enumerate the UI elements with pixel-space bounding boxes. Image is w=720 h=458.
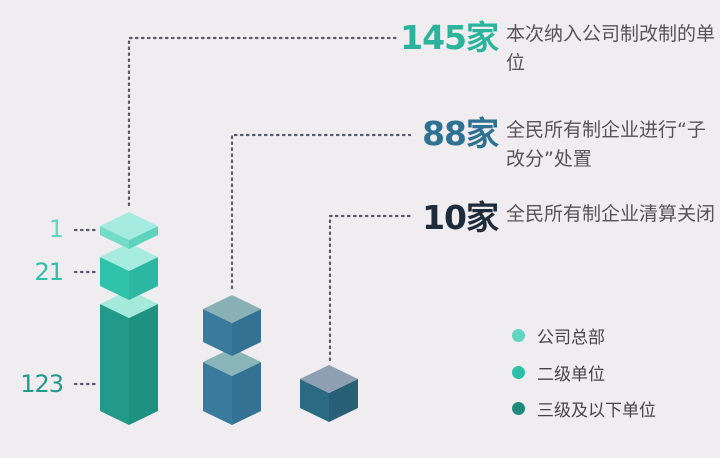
bar-closed-right-face (329, 379, 358, 422)
legend-label: 公司总部 (537, 328, 605, 348)
stat-description: 本次纳入公司制改制的单位 (506, 23, 716, 74)
bar-level2-right-face (129, 257, 158, 300)
stat-number: 10家 (422, 198, 499, 237)
stat-description: 全民所有制企业清算关闭 (506, 203, 716, 225)
bar-level3-top-face (100, 290, 158, 318)
bar-subsidiary-lower-top-face (203, 348, 261, 376)
leader-line (230, 133, 412, 290)
leader-line (328, 214, 412, 362)
stat-closed: 10家 全民所有制企业清算关闭 (388, 198, 716, 238)
leader-line (127, 36, 400, 207)
legend-dot-icon (512, 402, 525, 415)
bar-subsidiary-upper-right-face (232, 309, 261, 356)
stat-subsidiary: 88家 全民所有制企业进行“子改分”处置 (388, 114, 716, 174)
bar-subsidiary-upper-left-face (203, 309, 232, 356)
stat-number: 88家 (422, 114, 499, 153)
bar-closed-top-face (300, 365, 358, 393)
bar-level2-left-face (100, 257, 129, 300)
bar-closed-left-face (300, 379, 329, 422)
legend-dot-icon (512, 329, 525, 342)
legend-item: 三级及以下单位 (512, 396, 656, 421)
stat-number: 145家 (400, 18, 499, 57)
bar-level2-top-face (100, 243, 158, 271)
stat-total: 145家 本次纳入公司制改制的单位 (388, 18, 716, 78)
bar-subsidiary-upper-top-face (203, 295, 261, 323)
bar-hq-top-face (100, 212, 158, 240)
bar-subsidiary-lower-right-face (232, 362, 261, 425)
data-label-level3: 123 (20, 370, 64, 398)
bar-hq-right-face (129, 226, 158, 249)
data-label-hq: 1 (48, 215, 64, 243)
legend-item: 二级单位 (512, 360, 605, 385)
bar-hq-left-face (100, 226, 129, 249)
legend-label: 三级及以下单位 (537, 401, 656, 421)
data-label-level2: 21 (34, 258, 64, 286)
bar-level3-right-face (129, 304, 158, 425)
legend-item: 公司总部 (512, 323, 605, 348)
bar-level3-left-face (100, 304, 129, 425)
legend-label: 二级单位 (537, 365, 605, 385)
legend-dot-icon (512, 366, 525, 379)
stat-description: 全民所有制企业进行“子改分”处置 (506, 119, 706, 170)
bar-subsidiary-lower-left-face (203, 362, 232, 425)
